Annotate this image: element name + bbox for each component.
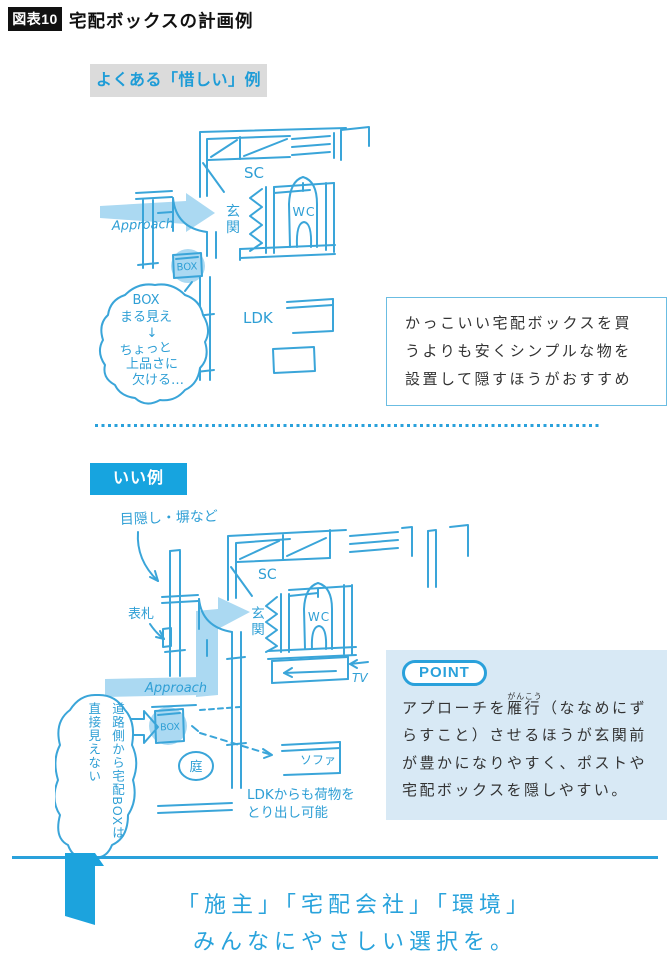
closing-headline-line1: 「施主」「宅配会社」「環境」: [176, 892, 533, 917]
svg-text:ちょっと: ちょっと: [119, 340, 172, 359]
niwa-label: 庭: [189, 759, 202, 775]
box-label-2: BOX: [160, 722, 181, 734]
section-label-good-example: いい例: [90, 463, 187, 495]
genkan-label-1: 玄: [226, 203, 240, 220]
hyosatsu-label: 表札: [128, 607, 154, 622]
plan2-walls: [55, 524, 469, 860]
cloud-note-good: 道路側から宅配BOXは 直接見えない: [86, 702, 124, 840]
svg-text:BOX: BOX: [133, 293, 160, 308]
sofa-label: ソファ: [300, 753, 336, 767]
ldk-note-line2: とり出し可能: [247, 805, 328, 821]
box-label: BOX: [176, 261, 197, 273]
wc-label-2: WC: [308, 610, 330, 624]
bookmark-ribbon-icon: [65, 853, 104, 925]
point-ruby-base: 雁行: [507, 700, 543, 717]
mekakushi-label: 目隠し・塀など: [120, 509, 218, 528]
point-text-pre: アプローチを: [402, 700, 508, 717]
cloud-note-bad: BOX まる見え ↓ ちょっと 上品さに 欠ける…: [119, 293, 184, 388]
closing-headline-line2: みんなにやさしい選択を。: [192, 929, 517, 954]
closing-headline: 「施主」「宅配会社」「環境」 みんなにやさしい選択を。: [40, 886, 670, 960]
approach-label: Approach: [111, 217, 175, 234]
footer-divider-line: [12, 856, 658, 859]
genkan-label-1b: 玄: [251, 605, 265, 622]
svg-text:まる見え: まる見え: [120, 310, 172, 325]
sc-label: SC: [244, 164, 264, 182]
sc-label-2: SC: [258, 567, 277, 583]
svg-text:上品さに: 上品さに: [126, 357, 178, 372]
svg-text:欠ける…: 欠ける…: [132, 372, 184, 388]
point-text-post: （ななめにずらすこと）させるほうが玄関前が豊かになりやすく、ポストや宅配ボックス…: [402, 700, 648, 799]
ldk-note-line1: LDKからも荷物を: [247, 787, 355, 803]
point-ruby-furigana: がんこう: [507, 692, 543, 701]
good-example-floorplan-sketch: 目隠し・塀など 表札 SC 玄 関 WC TV Approach BOX 庭 ソ…: [55, 509, 469, 860]
point-badge: POINT: [402, 660, 487, 686]
approach-label-2: Approach: [144, 681, 207, 696]
dotted-divider: [95, 424, 600, 427]
tv-label: TV: [352, 671, 368, 685]
svg-text:↓: ↓: [147, 326, 158, 341]
wc-label: WC: [292, 204, 315, 219]
ldk-label: LDK: [243, 309, 274, 327]
box-highlight-circle-2: [149, 707, 187, 745]
figure-title: 宅配ボックスの計画例: [69, 11, 254, 31]
genkan-label-2b: 関: [251, 622, 265, 638]
bad-example-floorplan-sketch: SC 玄 関 WC Approach BOX LDK BOX まる見え ↓ ちょ…: [99, 126, 370, 405]
section-label-bad-example: よくある「惜しい」例: [90, 64, 267, 97]
point-ruby: 雁行がんこう: [507, 692, 543, 717]
plan1-walls: [99, 126, 370, 405]
point-box: POINT アプローチを雁行がんこう（ななめにずらすこと）させるほうが玄関前が豊…: [386, 650, 667, 820]
figure-number-badge: 図表10: [8, 7, 62, 31]
advice-note-box: かっこいい宅配ボックスを買うよりも安くシンプルな物を設置して隠すほうがおすすめ: [386, 297, 667, 407]
genkan-label-2: 関: [226, 220, 240, 236]
point-text: アプローチを雁行がんこう（ななめにずらすこと）させるほうが玄関前が豊かになりやす…: [402, 692, 651, 804]
